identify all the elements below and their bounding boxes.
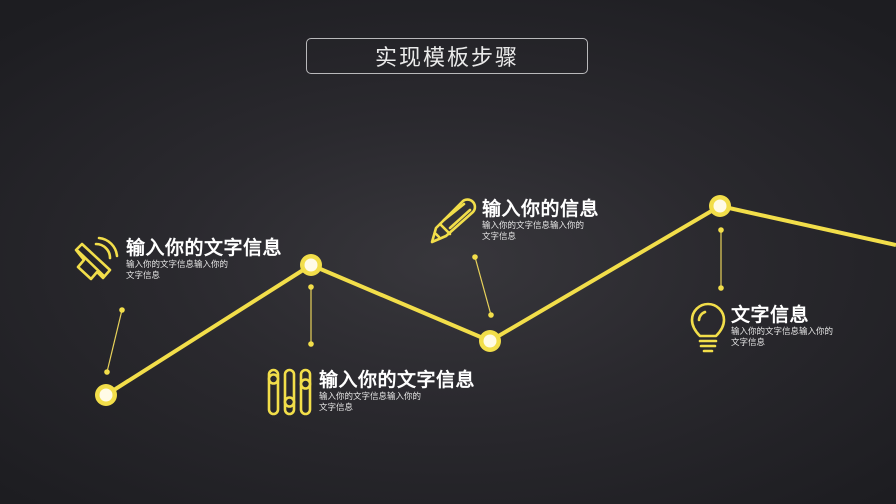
step-1-desc: 输入你的文字信息输入你的文字信息 bbox=[126, 260, 229, 281]
step-1-block: 输入你的文字信息 输入你的文字信息输入你的文字信息 bbox=[126, 237, 282, 282]
step-2-desc: 输入你的文字信息输入你的文字信息 bbox=[319, 392, 422, 413]
node-2 bbox=[300, 254, 322, 276]
page-title: 实现模板步骤 bbox=[374, 46, 519, 71]
connector-4 bbox=[718, 227, 724, 291]
pencil-icon bbox=[430, 198, 477, 244]
lightbulb-icon bbox=[690, 302, 726, 353]
title-box: 实现模板步骤 bbox=[306, 38, 588, 74]
step-1-heading: 输入你的文字信息 bbox=[126, 237, 283, 259]
step-4-desc: 输入你的文字信息输入你的文字信息 bbox=[731, 327, 834, 348]
step-3-block: 输入你的信息 输入你的文字信息输入你的文字信息 bbox=[482, 198, 599, 243]
step-3-heading: 输入你的信息 bbox=[482, 198, 600, 220]
connector-3 bbox=[472, 254, 494, 318]
node-1 bbox=[95, 384, 117, 406]
connector-1 bbox=[104, 307, 125, 375]
node-4 bbox=[709, 195, 731, 217]
speaker-icon bbox=[74, 236, 119, 281]
step-4-block: 文字信息 输入你的文字信息输入你的文字信息 bbox=[731, 304, 841, 349]
step-3-desc: 输入你的文字信息输入你的文字信息 bbox=[482, 221, 585, 242]
sliders-icon bbox=[267, 368, 312, 416]
connector-2 bbox=[308, 284, 314, 347]
step-4-heading: 文字信息 bbox=[731, 304, 810, 326]
step-2-heading: 输入你的文字信息 bbox=[319, 369, 476, 391]
node-3 bbox=[479, 330, 501, 352]
step-2-block: 输入你的文字信息 输入你的文字信息输入你的文字信息 bbox=[319, 369, 475, 414]
